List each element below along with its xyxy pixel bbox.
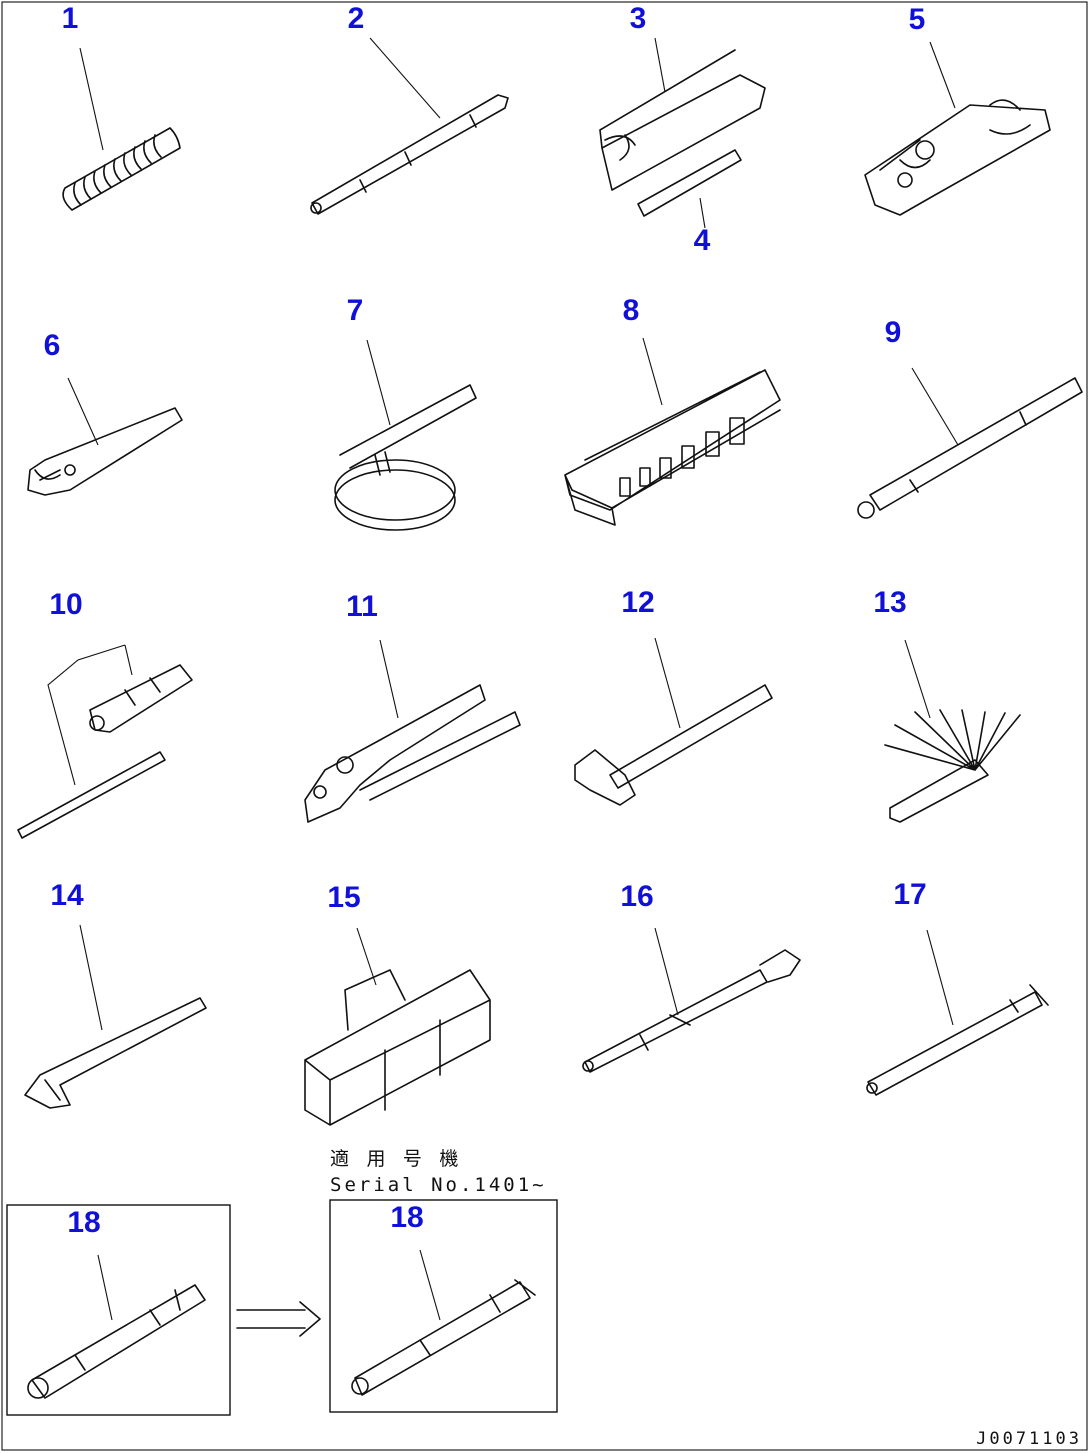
part-number-3: 3 [629,2,647,35]
box-18-new [329,1199,558,1413]
box-18-old [6,1204,231,1416]
part-number-10: 10 [49,588,83,621]
part-1-drawing [62,47,181,211]
part-14-drawing [24,924,207,1109]
part-number-8: 8 [622,294,640,327]
part-7-drawing [334,339,477,531]
applicable-serial-heading: 適 用 号 機 [330,1148,462,1170]
applicable-serial-range: Serial No.1401~ [330,1174,547,1196]
part-13-drawing [884,639,1021,823]
part-17-drawing [866,929,1049,1096]
part-number-12: 12 [621,586,655,619]
part-18-old-drawing [27,1254,206,1399]
part-12-drawing [574,637,773,806]
part-2-drawing [310,37,509,215]
part-number-5: 5 [908,3,926,36]
part-11-drawing [304,639,521,823]
part-16-drawing [582,927,801,1073]
part-18-new-drawing [351,1249,536,1396]
part-number-6: 6 [43,329,61,362]
part-number-2: 2 [347,2,365,35]
part-number-13: 13 [873,586,907,619]
part-number-11: 11 [346,590,378,623]
transition-arrow [236,1301,321,1337]
part-6-drawing [27,377,183,496]
drawing-code: J0071103 [976,1429,1082,1449]
part-number-17: 17 [893,878,927,911]
part-9-drawing [857,367,1083,519]
part-number-4: 4 [693,224,711,257]
part-3-4-drawing [599,37,766,229]
part-number-15: 15 [327,881,361,914]
part-8-drawing [564,337,781,526]
part-number-18-old: 18 [67,1206,101,1239]
part-number-9: 9 [884,316,902,349]
part-number-7: 7 [346,294,364,327]
part-number-18-new: 18 [390,1201,424,1234]
part-15-drawing [304,927,491,1126]
part-5-drawing [864,41,1051,216]
part-10-drawing [17,644,193,839]
part-number-14: 14 [50,879,84,912]
part-number-1: 1 [61,2,79,35]
part-number-16: 16 [620,880,654,913]
